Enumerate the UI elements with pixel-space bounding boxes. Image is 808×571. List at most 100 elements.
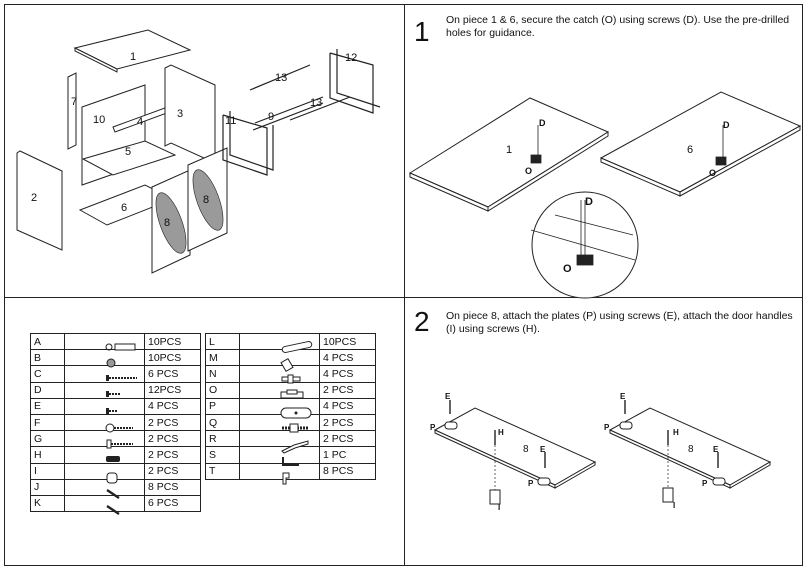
part-icon-cell bbox=[239, 365, 320, 384]
piece-label-10: 10 bbox=[93, 114, 105, 126]
part-quantity: 1 PC bbox=[319, 446, 376, 464]
part-row-a: A 10PCS bbox=[30, 332, 201, 351]
part-quantity: 10PCS bbox=[144, 332, 201, 351]
piece-label-13b: 13 bbox=[310, 97, 322, 109]
horizontal-divider bbox=[4, 297, 803, 298]
part-letter: T bbox=[205, 462, 240, 480]
step-2-screw-e-label-2: E bbox=[540, 445, 546, 454]
part-letter: G bbox=[30, 430, 65, 448]
part-row-j: J 8 PCS bbox=[30, 478, 201, 499]
part-letter: C bbox=[30, 365, 65, 383]
part-row-o: O 2 PCS bbox=[205, 381, 376, 399]
part-icon-cell bbox=[239, 430, 320, 454]
step-1-screw-label-left: D bbox=[539, 118, 546, 128]
part-icon-cell bbox=[64, 349, 145, 368]
step-1-screw-label-right: D bbox=[723, 120, 730, 130]
part-row-r: R 2 PCS bbox=[205, 430, 376, 454]
step-2-text-line-2: (I) using screws (H). bbox=[446, 323, 540, 335]
part-letter: O bbox=[205, 381, 240, 399]
step-2-handle-label-2: I bbox=[673, 501, 675, 510]
part-quantity: 2 PCS bbox=[319, 381, 376, 399]
step-2-diagram: 8 8 E P H E P I E P H E P I bbox=[430, 392, 772, 512]
step-2-screw-e-label-4: E bbox=[713, 445, 719, 454]
piece-label-7: 7 bbox=[71, 96, 77, 108]
step-2-screw-e-label-3: E bbox=[620, 392, 626, 401]
part-icon-cell bbox=[64, 446, 145, 464]
part-quantity: 10PCS bbox=[319, 332, 376, 351]
part-letter: L bbox=[205, 332, 240, 351]
part-row-c: C 6 PCS bbox=[30, 365, 201, 383]
step-1-text-line-1: On piece 1 & 6, secure the catch (O) usi… bbox=[446, 14, 790, 26]
step-2-screw-h-label-1: H bbox=[498, 428, 504, 437]
piece-label-9: 9 bbox=[268, 111, 274, 123]
piece-label-3: 3 bbox=[177, 108, 183, 120]
step-1-diagram: 1 6 D O D O D O bbox=[408, 91, 802, 299]
part-icon-cell bbox=[64, 413, 145, 433]
step-2-plate-label-1: P bbox=[430, 423, 436, 432]
part-row-i: I 2 PCS bbox=[30, 462, 201, 484]
part-letter: I bbox=[30, 462, 65, 480]
step-1-number: 1 bbox=[414, 16, 430, 47]
piece-label-11: 11 bbox=[225, 115, 236, 127]
piece-label-5: 5 bbox=[125, 146, 131, 158]
step-2-instructions: On piece 8, attach the plates (P) using … bbox=[446, 310, 801, 336]
part-icon-cell bbox=[64, 381, 145, 399]
step-2-text-line-1: On piece 8, attach the plates (P) using … bbox=[446, 310, 793, 322]
part-letter: P bbox=[205, 397, 240, 415]
vertical-divider bbox=[404, 4, 405, 566]
step-1-text-line-2: holes for guidance. bbox=[446, 27, 535, 39]
part-quantity: 4 PCS bbox=[319, 397, 376, 415]
part-icon-cell bbox=[239, 446, 320, 467]
step-1-panel-label-1: 1 bbox=[506, 144, 512, 156]
part-quantity: 6 PCS bbox=[144, 494, 201, 513]
step-1-detail-screw-label: D bbox=[585, 196, 593, 208]
step-2-plate-label-2: P bbox=[528, 479, 534, 488]
part-quantity: 12PCS bbox=[144, 381, 201, 399]
part-icon-cell bbox=[64, 462, 145, 484]
part-letter: E bbox=[30, 397, 65, 415]
step-1-catch-label-left: O bbox=[525, 166, 532, 176]
part-row-l: L 10PCS bbox=[205, 332, 376, 353]
part-letter: N bbox=[205, 365, 240, 383]
part-letter: R bbox=[205, 430, 240, 448]
piece-label-12: 12 bbox=[345, 52, 357, 64]
part-icon-cell bbox=[64, 430, 145, 449]
part-quantity: 2 PCS bbox=[319, 430, 376, 448]
part-icon-cell bbox=[64, 365, 145, 383]
part-letter: J bbox=[30, 478, 65, 496]
part-quantity: 8 PCS bbox=[144, 478, 201, 496]
step-1-detail-catch-label: O bbox=[563, 263, 572, 275]
part-letter: B bbox=[30, 349, 65, 367]
piece-label-13a: 13 bbox=[275, 72, 287, 84]
part-icon-cell bbox=[239, 462, 320, 485]
part-icon-cell bbox=[64, 332, 145, 351]
part-row-p: P 4 PCS bbox=[205, 397, 376, 419]
step-2-screw-e-label-1: E bbox=[445, 392, 451, 401]
step-2-plate-label-4: P bbox=[702, 479, 708, 488]
part-row-h: H 2 PCS bbox=[30, 446, 201, 464]
part-letter: H bbox=[30, 446, 65, 464]
step-2-screw-h-label-2: H bbox=[673, 428, 679, 437]
step-2-handle-label-1: I bbox=[498, 503, 500, 512]
part-quantity: 2 PCS bbox=[144, 462, 201, 480]
part-quantity: 6 PCS bbox=[144, 365, 201, 383]
part-quantity: 2 PCS bbox=[144, 446, 201, 464]
part-letter: A bbox=[30, 332, 65, 351]
part-icon-cell bbox=[239, 349, 320, 373]
piece-label-8b: 8 bbox=[203, 194, 209, 206]
instruction-sheet-frame bbox=[4, 4, 803, 566]
step-2-panel-label-left: 8 bbox=[523, 444, 529, 455]
part-icon-cell bbox=[239, 397, 320, 419]
part-quantity: 4 PCS bbox=[319, 349, 376, 367]
step-2-plate-label-3: P bbox=[604, 423, 610, 432]
